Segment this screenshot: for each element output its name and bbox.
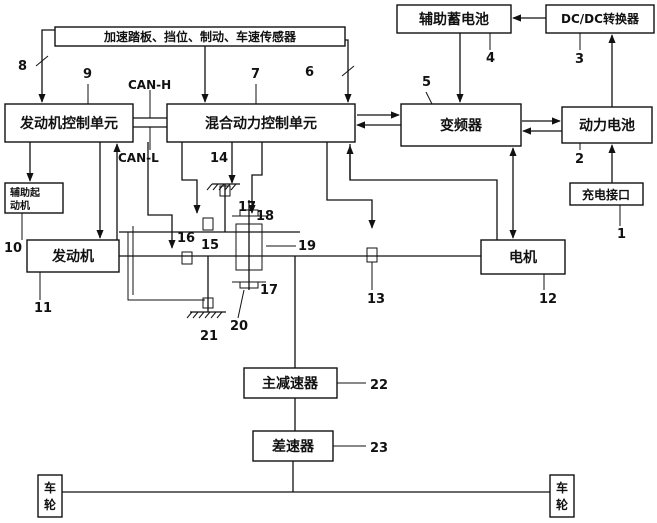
ref-22: 22 [370,378,388,393]
hcu-block: 混合动力控制单元 [166,103,356,143]
ref-17-bottom: 17 [260,283,278,298]
inverter-label: 变频器 [440,117,483,134]
ref-17-top: 17 [238,200,256,215]
power-battery-block: 动力电池 [561,106,653,144]
ref-20: 20 [230,319,248,334]
sensors-block: 加速踏板、挡位、制动、车速传感器 [54,26,346,47]
wheel-right: 车 轮 [549,474,575,518]
ref-8: 8 [18,59,27,74]
ref-16: 16 [177,231,195,246]
differential-block: 差速器 [252,430,334,462]
engine-block: 发动机 [26,239,120,273]
inverter-block: 变频器 [400,103,522,147]
ref-12: 12 [539,292,557,307]
ref-19: 19 [298,239,316,254]
ref-18: 18 [256,209,274,224]
wheel-left: 车 轮 [37,474,63,518]
can-l-label: CAN-L [118,151,159,165]
wheel-left-label-1: 车 [44,480,56,495]
ref-5: 5 [422,75,431,90]
aux-battery-block: 辅助蓄电池 [396,4,512,34]
final-drive-label: 主减速器 [262,375,319,392]
differential-label: 差速器 [272,438,315,455]
charge-port-label: 充电接口 [582,187,630,202]
ref-13: 13 [367,292,385,307]
final-drive-block: 主减速器 [243,367,338,399]
charge-port-block: 充电接口 [569,182,644,206]
ref-15: 15 [201,238,219,253]
wheel-right-label-2: 轮 [556,497,569,512]
starter-block: 辅助起 动机 [4,182,64,214]
ecu-block: 发动机控制单元 [4,103,134,143]
power-battery-label: 动力电池 [579,117,635,134]
connections [21,14,616,493]
can-h-label: CAN-H [128,78,171,92]
starter-label-1: 辅助起 [10,186,41,199]
wheel-left-label-2: 轮 [44,497,57,512]
ref-6: 6 [305,65,314,80]
ref-3: 3 [575,52,584,67]
ref-1: 1 [617,227,626,242]
wheel-right-label-1: 车 [556,480,568,495]
ecu-label: 发动机控制单元 [19,115,118,132]
reference-numbers: 4 3 5 6 7 8 9 2 1 10 11 12 13 14 15 16 1… [4,33,626,456]
ref-23: 23 [370,441,388,456]
ref-2: 2 [575,152,584,167]
starter-label-2: 动机 [10,199,30,212]
ref-9: 9 [83,67,92,82]
ref-14: 14 [210,151,228,166]
dcdc-label: DC/DC转换器 [561,11,640,26]
dcdc-block: DC/DC转换器 [545,4,655,34]
ref-21: 21 [200,329,218,344]
ref-7: 7 [251,67,260,82]
aux-battery-label: 辅助蓄电池 [419,11,489,28]
sensors-label: 加速踏板、挡位、制动、车速传感器 [103,29,297,44]
ref-4: 4 [486,51,495,66]
ref-11: 11 [34,301,52,316]
engine-label: 发动机 [51,248,94,265]
ref-10: 10 [4,241,22,256]
motor-label: 电机 [509,249,537,266]
motor-block: 电机 [480,239,566,275]
hcu-label: 混合动力控制单元 [205,115,317,132]
